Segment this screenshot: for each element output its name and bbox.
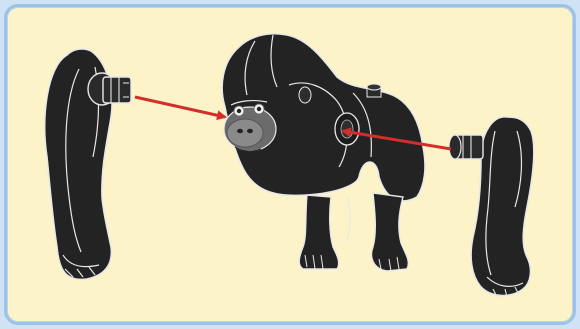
arrow-right-arm-to-body: [341, 127, 452, 151]
body-part: [221, 32, 426, 272]
left-arm-part: [44, 48, 132, 281]
right-arm-part: [448, 116, 535, 298]
arrow-left-arm-to-body: [134, 95, 227, 121]
assembly-diagram: [44, 32, 535, 298]
diagram-frame: [4, 4, 576, 325]
